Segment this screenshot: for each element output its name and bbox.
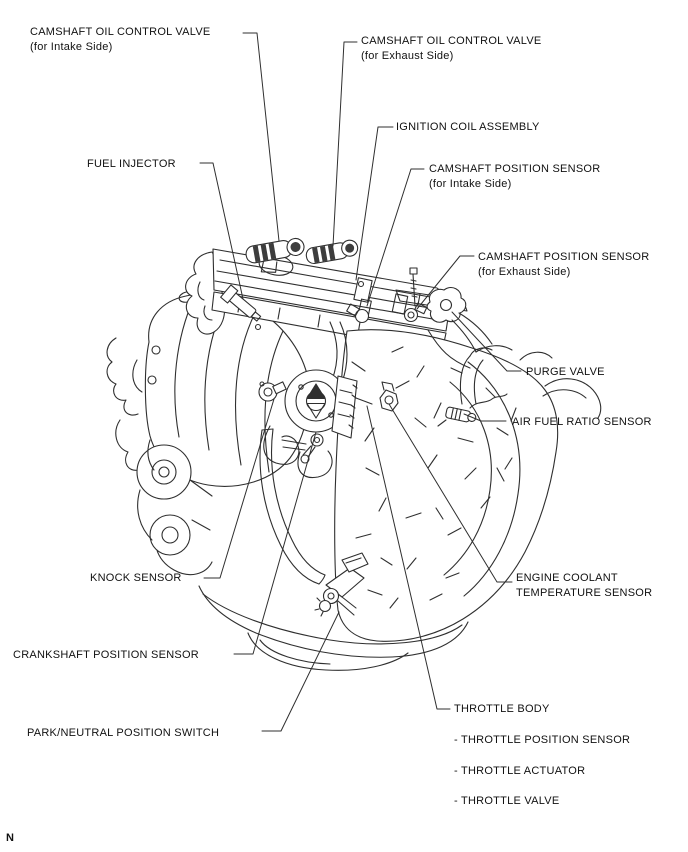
leader-cam-intake (366, 168, 425, 307)
label-text: - THROTTLE VALVE (454, 795, 560, 807)
throttle-hoses (263, 425, 333, 479)
leader-purge-valve (451, 311, 522, 372)
label-text: AIR FUEL RATIO SENSOR (512, 416, 652, 428)
label-camshaft-position-sensor-intake: CAMSHAFT POSITION SENSOR (for Intake Sid… (429, 162, 600, 192)
fuel-injector-part (220, 284, 262, 331)
leader-ocv-intake (242, 32, 280, 242)
label-throttle-actuator: - THROTTLE ACTUATOR (454, 764, 585, 779)
ect-sensor-part (379, 381, 399, 412)
leader-throttle-body (366, 405, 451, 710)
leader-crank-sensor (233, 431, 317, 655)
leader-pn-switch (261, 611, 340, 732)
label-text: IGNITION COIL ASSEMBLY (396, 121, 540, 133)
label-text: CRANKSHAFT POSITION SENSOR (13, 649, 199, 661)
leader-lines (199, 32, 522, 732)
oil-pan (154, 519, 469, 671)
leader-cam-exhaust (416, 255, 475, 310)
label-text: CAMSHAFT POSITION SENSOR (429, 163, 601, 175)
label-text: KNOCK SENSOR (90, 572, 182, 584)
label-text: - THROTTLE ACTUATOR (454, 765, 586, 777)
label-camshaft-oil-control-valve-intake: CAMSHAFT OIL CONTROL VALVE (for Intake S… (30, 25, 211, 55)
af-sensor-part (437, 393, 508, 427)
oil-control-valve-intake-part (245, 237, 305, 273)
label-subtext: (for Intake Side) (30, 41, 113, 53)
right-hose (542, 378, 602, 419)
label-subtext: (for Exhaust Side) (361, 50, 454, 62)
label-fuel-injector: FUEL INJECTOR (87, 157, 176, 172)
label-throttle-body: THROTTLE BODY (454, 702, 550, 717)
ignition-coil-part (353, 277, 409, 316)
page-corner-mark: N (6, 832, 14, 844)
label-text: FUEL INJECTOR (87, 158, 176, 170)
label-text: ENGINE COOLANT (516, 572, 618, 584)
label-engine-coolant-temperature-sensor: ENGINE COOLANT TEMPERATURE SENSOR (516, 571, 652, 601)
label-ignition-coil-assembly: IGNITION COIL ASSEMBLY (396, 120, 540, 135)
pn-switch-part (314, 552, 369, 617)
cam-sensor-intake-part (346, 303, 370, 324)
label-text: CAMSHAFT POSITION SENSOR (478, 251, 650, 263)
knock-sensor-part (258, 381, 287, 402)
label-purge-valve: PURGE VALVE (526, 365, 605, 380)
leader-ocv-exhaust (332, 41, 358, 247)
leader-ignition-coil (355, 126, 394, 281)
label-text: PARK/NEUTRAL POSITION SWITCH (27, 727, 220, 739)
pulleys-accessories (136, 439, 213, 556)
label-subtext: TEMPERATURE SENSOR (516, 587, 653, 599)
coolant-hose (259, 428, 326, 585)
leader-af-sensor (463, 413, 507, 422)
crank-sensor-part (302, 433, 324, 458)
leader-ect-sensor (388, 403, 513, 583)
leader-fuel-injector (199, 162, 244, 300)
label-air-fuel-ratio-sensor: AIR FUEL RATIO SENSOR (512, 415, 652, 430)
label-text: THROTTLE BODY (454, 703, 550, 715)
label-text: PURGE VALVE (526, 366, 605, 378)
cam-sensor-exhaust-part (403, 302, 428, 323)
label-text: - THROTTLE POSITION SENSOR (454, 734, 631, 746)
oil-control-valve-exhaust-part (305, 239, 359, 265)
label-throttle-valve: - THROTTLE VALVE (454, 794, 559, 809)
label-camshaft-position-sensor-exhaust: CAMSHAFT POSITION SENSOR (for Exhaust Si… (478, 250, 649, 280)
stud-bolt (409, 267, 418, 307)
label-knock-sensor: KNOCK SENSOR (90, 571, 182, 586)
label-throttle-position-sensor: - THROTTLE POSITION SENSOR (454, 733, 630, 748)
label-text: CAMSHAFT OIL CONTROL VALVE (30, 26, 211, 38)
label-park-neutral-position-switch: PARK/NEUTRAL POSITION SWITCH (27, 726, 219, 741)
throttle-body-part (284, 369, 358, 439)
label-subtext: (for Exhaust Side) (478, 266, 571, 278)
heat-pipe (459, 347, 493, 405)
label-crankshaft-position-sensor: CRANKSHAFT POSITION SENSOR (13, 648, 199, 663)
purge-valve-part (426, 287, 493, 353)
leader-knock-sensor (203, 398, 275, 579)
engine-left-details (106, 337, 143, 471)
label-text: CAMSHAFT OIL CONTROL VALVE (361, 35, 542, 47)
label-camshaft-oil-control-valve-exhaust: CAMSHAFT OIL CONTROL VALVE (for Exhaust … (361, 34, 542, 64)
label-subtext: (for Intake Side) (429, 178, 512, 190)
